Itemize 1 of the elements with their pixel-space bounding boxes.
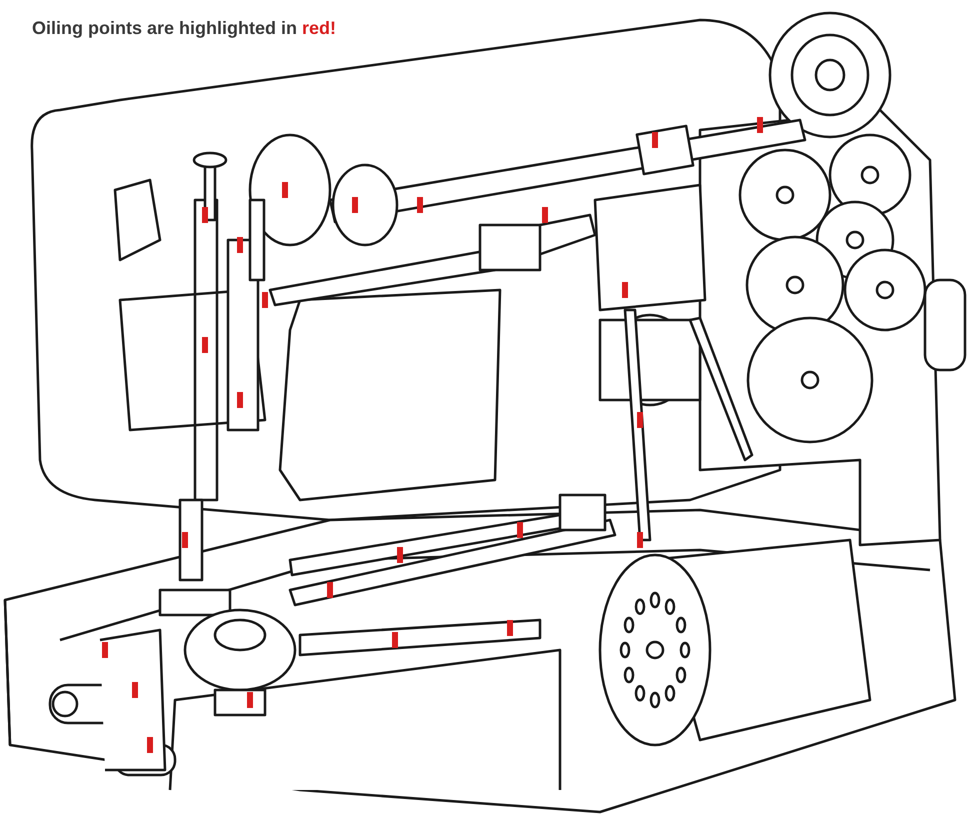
title: Oiling points are highlighted in red! xyxy=(32,18,336,39)
